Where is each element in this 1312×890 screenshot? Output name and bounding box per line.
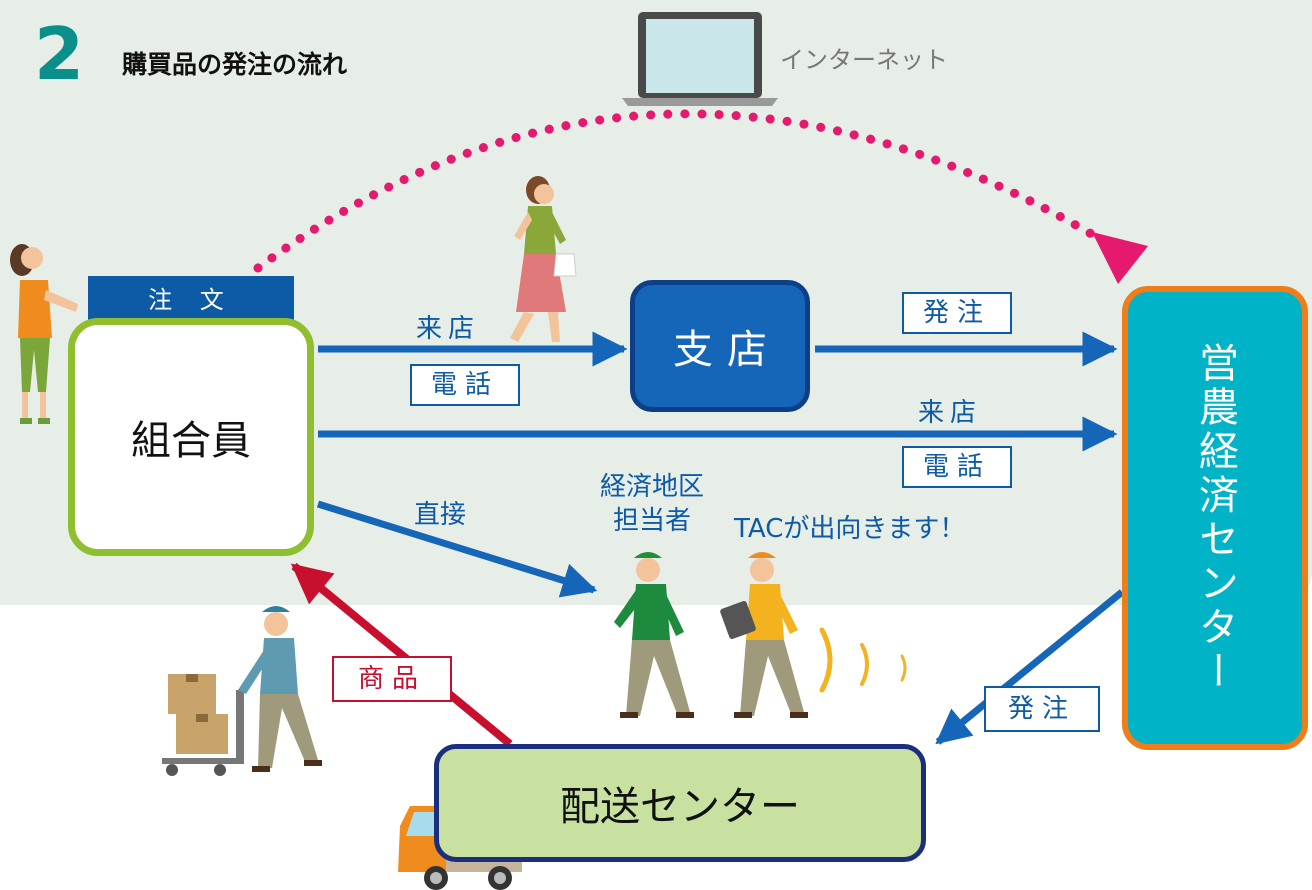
walking-woman-icon (510, 176, 577, 342)
internet-dotted-arc (253, 109, 1120, 273)
member-box: 組合員 (68, 318, 314, 556)
staff-label-line1: 経済地区 (599, 472, 704, 502)
visit-label-center: 来店 (918, 398, 983, 428)
phone-label-center: 電話 (902, 446, 1012, 488)
arrow-delivery-to-member (290, 562, 513, 748)
direct-label: 直接 (414, 500, 467, 530)
order-label-center: 発注 (902, 292, 1012, 334)
delivery-center-box: 配送センター (434, 744, 926, 862)
page-title: 購買品の発注の流れ (122, 50, 348, 79)
branch-box: 支店 (630, 280, 810, 412)
goods-label: 商品 (332, 656, 452, 702)
delivery-center-label: 配送センター (560, 784, 800, 830)
woman-phone-icon (10, 244, 78, 424)
arrow-center-to-delivery (935, 589, 1125, 745)
internet-arrowhead (1092, 232, 1148, 284)
tac-label: TACが出向きます！ (734, 514, 966, 544)
arrow-direct-to-staff (316, 500, 598, 598)
staff-tac-icon (720, 552, 808, 718)
section-number: 2 (34, 12, 85, 96)
internet-label: インターネット (780, 46, 948, 74)
phone-label-branch: 電話 (410, 364, 520, 406)
agri-center-box: 営農経済センター (1122, 286, 1308, 750)
staff-green-icon (614, 552, 694, 718)
agri-center-label: 営農経済センター (1192, 342, 1238, 694)
staff-label-line2: 担当者 (612, 506, 691, 536)
order-label-delivery: 発注 (984, 686, 1100, 732)
signal-waves-icon (819, 627, 907, 693)
staff-label: 経済地区 担当者 (582, 470, 722, 538)
member-label: 組合員 (131, 418, 251, 464)
delivery-worker-icon (162, 606, 322, 776)
order-tag: 注 文 (88, 276, 294, 324)
visit-label-branch: 来店 (416, 314, 481, 344)
laptop-icon (622, 12, 778, 106)
branch-label: 支店 (673, 327, 781, 373)
